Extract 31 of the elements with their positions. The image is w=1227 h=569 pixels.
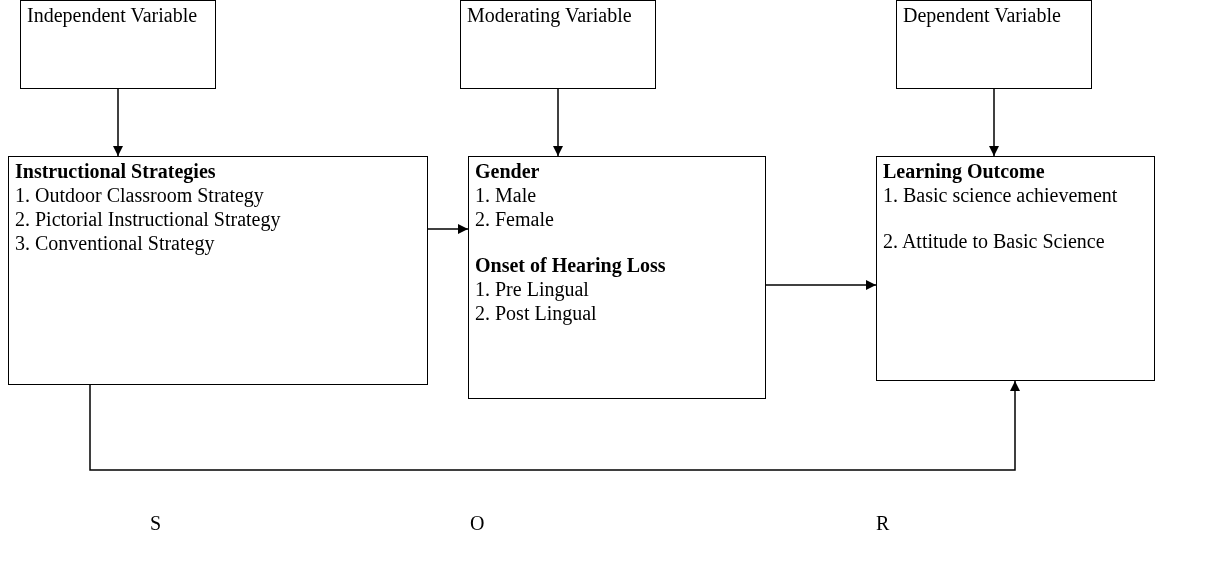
variable-box xyxy=(8,156,428,385)
arrow xyxy=(989,88,999,157)
list-item: 2. Female xyxy=(475,207,555,231)
box-title: Moderating Variable xyxy=(467,3,633,27)
box-title: Independent Variable xyxy=(27,3,199,27)
arrow xyxy=(89,380,1020,471)
list-item: 1. Pre Lingual xyxy=(475,277,590,301)
arrow xyxy=(427,224,469,234)
box-heading: Instructional Strategies xyxy=(15,159,217,183)
stage-letter: R xyxy=(876,512,890,535)
arrow xyxy=(113,88,123,157)
stage-letter: O xyxy=(470,512,485,535)
list-item: 1. Outdoor Classroom Strategy xyxy=(15,183,265,207)
variable-box xyxy=(876,156,1155,381)
variable-box xyxy=(468,156,766,399)
variable-type-box xyxy=(460,0,656,89)
box-title: Dependent Variable xyxy=(903,3,1062,27)
variable-type-box xyxy=(20,0,216,89)
box-heading: Onset of Hearing Loss xyxy=(475,253,667,277)
list-item: 1. Basic science achievement xyxy=(883,183,1119,207)
stage-letter: S xyxy=(150,512,162,535)
arrow xyxy=(765,280,877,290)
variable-type-box xyxy=(896,0,1092,89)
list-item: 3. Conventional Strategy xyxy=(15,231,216,255)
list-item: 1. Male xyxy=(475,183,538,207)
box-heading: Learning Outcome xyxy=(883,159,1046,183)
list-item: 2. Post Lingual xyxy=(475,301,598,325)
list-item: 2. Pictorial Instructional Strategy xyxy=(15,207,282,231)
list-item: 2. Attitude to Basic Science xyxy=(883,229,1106,253)
box-heading: Gender xyxy=(475,159,541,183)
arrow xyxy=(553,88,563,157)
